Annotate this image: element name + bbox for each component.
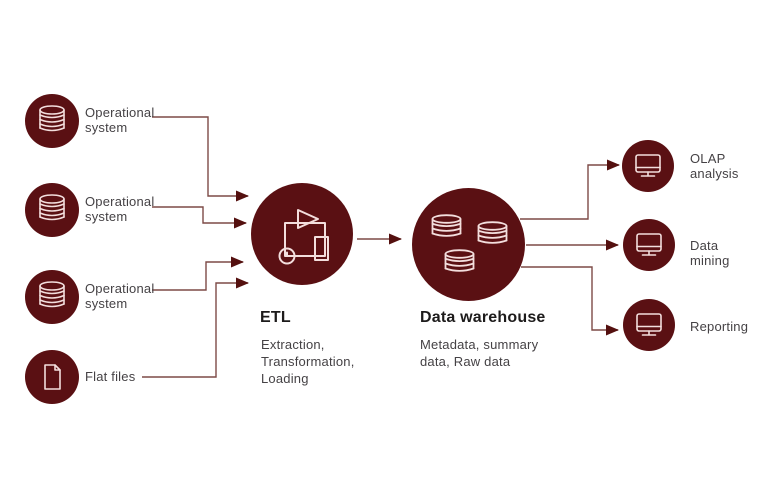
monitor-icon — [622, 140, 674, 192]
arrow-flatfiles-to-etl — [142, 277, 249, 378]
data-warehouse-title: Data warehouse — [420, 309, 546, 326]
monitor-icon — [623, 219, 675, 271]
database-icon — [25, 94, 79, 148]
arrow-operational3-to-etl — [152, 256, 244, 291]
data-mining-node — [623, 219, 675, 271]
reporting-node — [623, 299, 675, 351]
flat-files-label: Flat files — [85, 369, 136, 384]
data-warehouse-node — [412, 188, 525, 301]
database-icon — [25, 183, 79, 237]
databases-icon — [412, 188, 525, 301]
monitor-icon — [623, 299, 675, 351]
arrow-operational1-to-etl — [152, 116, 249, 202]
operational-system-2-label: Operational system — [85, 194, 155, 225]
operational-system-2-node — [25, 183, 79, 237]
olap-analysis-label: OLAP analysis — [690, 151, 739, 182]
reporting-label: Reporting — [690, 319, 749, 334]
process-icon — [251, 183, 353, 285]
operational-system-3-label: Operational system — [85, 281, 155, 312]
arrow-operational2-to-etl — [152, 206, 247, 229]
etl-description: Extraction, Transformation, Loading — [261, 337, 355, 387]
etl-title: ETL — [260, 309, 291, 326]
data-warehouse-description: Metadata, summary data, Raw data — [420, 337, 539, 370]
flat-files-node — [25, 350, 79, 404]
operational-system-1-label: Operational system — [85, 105, 155, 136]
operational-system-1-node — [25, 94, 79, 148]
flat-file-icon — [25, 350, 79, 404]
data-mining-label: Data mining — [690, 238, 730, 269]
etl-node — [251, 183, 353, 285]
database-icon — [25, 270, 79, 324]
operational-system-3-node — [25, 270, 79, 324]
olap-analysis-node — [622, 140, 674, 192]
arrow-warehouse-to-olap — [520, 159, 620, 220]
